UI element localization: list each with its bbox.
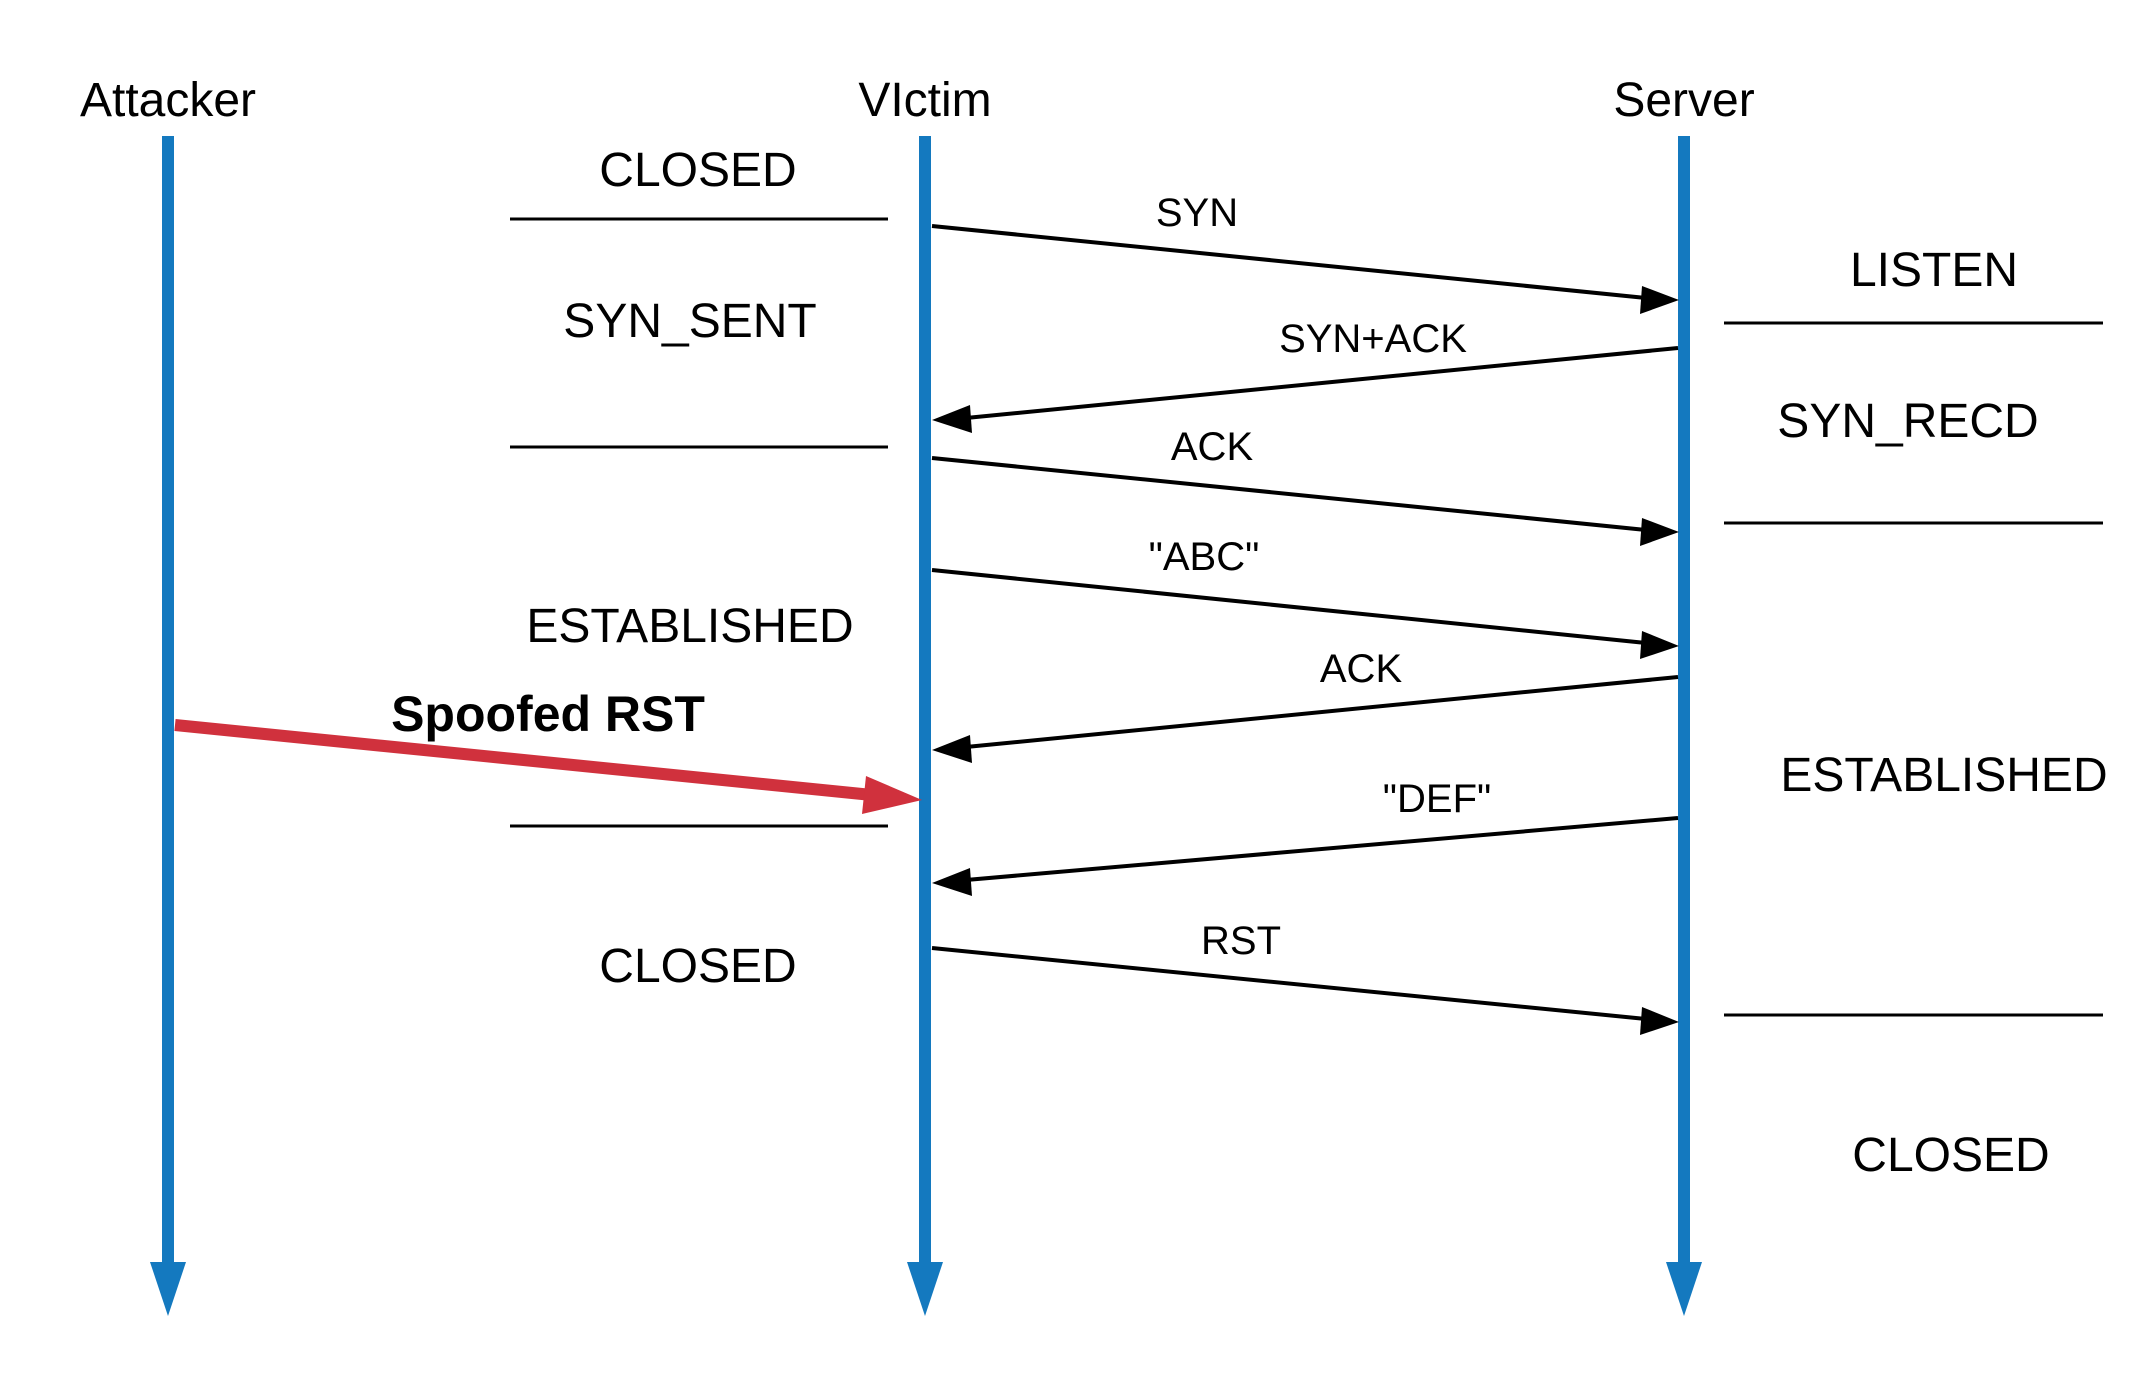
message-arrow-ack-1	[931, 456, 1647, 532]
spoofed-rst-label: Spoofed RST	[391, 686, 705, 742]
victim-state-established: ESTABLISHED	[526, 600, 853, 653]
message-label-syn: SYN	[1156, 191, 1238, 235]
attacker-lifeline-arrowhead	[150, 1262, 186, 1316]
server-state-closed: CLOSED	[1852, 1129, 2049, 1182]
lifelines	[150, 136, 1702, 1316]
message-label-rst: RST	[1201, 919, 1281, 963]
victim-state-closed-final: CLOSED	[599, 940, 796, 993]
message-label-ack-1: ACK	[1171, 425, 1254, 469]
message-arrowhead-syn	[1640, 286, 1679, 314]
message-arrowhead-ack-2	[932, 735, 972, 763]
actor-label-attacker: Attacker	[80, 74, 256, 127]
messages: SYN SYN+ACK ACK "ABC" ACK "DEF" RST	[931, 191, 1679, 1035]
message-label-ack-2: ACK	[1320, 647, 1403, 691]
actor-label-server: Server	[1613, 74, 1754, 127]
server-state-listen: LISTEN	[1850, 244, 2018, 297]
message-label-abc: "ABC"	[1149, 535, 1260, 579]
spoofed-rst-arrowhead	[862, 776, 922, 814]
server-state-established: ESTABLISHED	[1780, 749, 2107, 802]
message-label-syn-ack: SYN+ACK	[1279, 317, 1467, 361]
message-arrow-def	[965, 816, 1679, 882]
message-arrow-ack-2	[965, 675, 1679, 749]
actor-labels: Attacker VIctim Server	[80, 74, 1755, 127]
message-arrowhead-rst	[1640, 1007, 1679, 1035]
server-state-dividers	[1724, 321, 2103, 1017]
spoofed-rst: Spoofed RST	[174, 686, 922, 814]
server-state-syn-recd: SYN_RECD	[1777, 395, 2038, 448]
server-lifeline-arrowhead	[1666, 1262, 1702, 1316]
victim-lifeline-arrowhead	[907, 1262, 943, 1316]
message-arrow-abc	[931, 568, 1647, 645]
spoofed-rst-arrow	[174, 719, 873, 801]
victim-state-dividers	[510, 217, 888, 828]
message-arrowhead-def	[932, 868, 972, 896]
victim-states: CLOSED SYN_SENT ESTABLISHED CLOSED	[526, 144, 853, 993]
message-arrowhead-abc	[1640, 631, 1679, 659]
message-arrowhead-ack-1	[1640, 518, 1679, 546]
message-label-def: "DEF"	[1383, 777, 1491, 821]
message-arrowhead-syn-ack	[932, 405, 972, 433]
actor-label-victim: VIctim	[858, 74, 991, 127]
victim-state-syn-sent: SYN_SENT	[563, 295, 816, 348]
message-arrow-syn-ack	[965, 346, 1679, 420]
message-arrow-syn	[931, 224, 1647, 300]
message-arrow-rst	[931, 946, 1647, 1021]
server-states: LISTEN SYN_RECD ESTABLISHED CLOSED	[1777, 244, 2107, 1182]
victim-state-closed: CLOSED	[599, 144, 796, 197]
